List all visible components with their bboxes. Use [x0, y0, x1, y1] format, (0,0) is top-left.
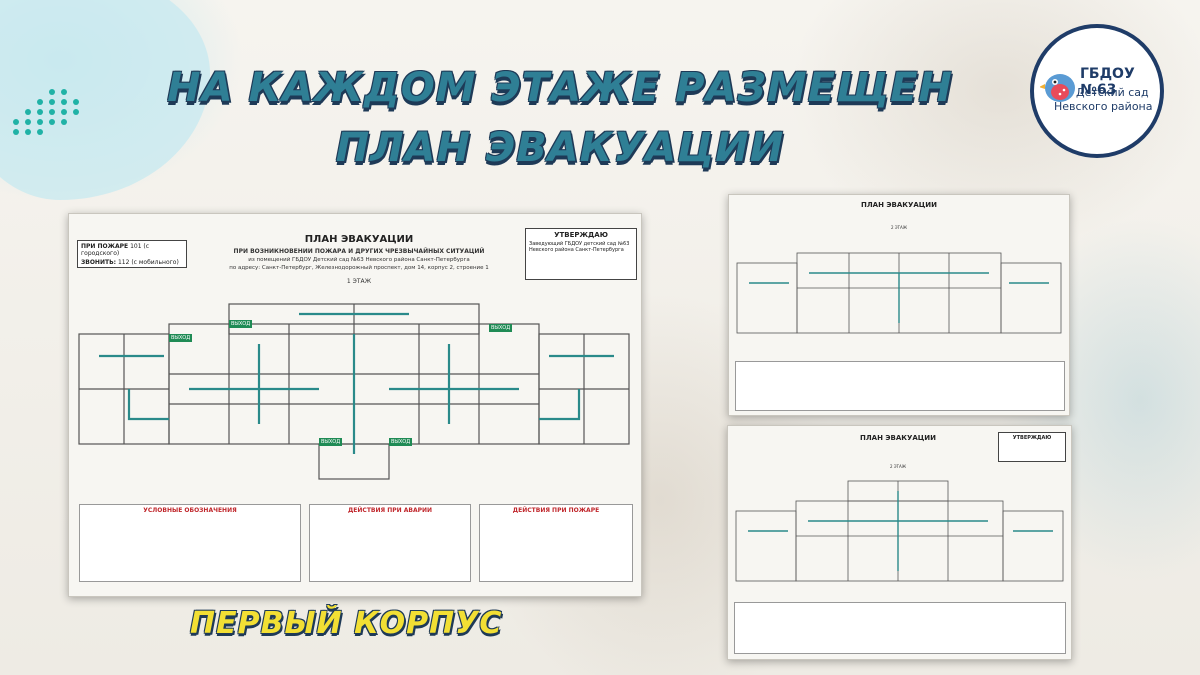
floor-plan-drawing — [735, 480, 1064, 582]
fire-number: 101 (с городского) — [81, 243, 150, 257]
legend-title: УСЛОВНЫЕ ОБОЗНАЧЕНИЯ — [143, 507, 237, 514]
floor-plan-drawing — [736, 252, 1062, 334]
approve-text: Заведующий ГБДОУ детский сад №63 Невског… — [529, 241, 630, 253]
evacuation-plan-bottom-right: ПЛАН ЭВАКУАЦИИ УТВЕРЖДАЮ 2 ЭТАЖ — [727, 425, 1072, 660]
evacuation-plan-top-right: ПЛАН ЭВАКУАЦИИ 2 ЭТАЖ — [728, 194, 1070, 416]
caption: ПЕРВЫЙ КОРПУС — [190, 606, 503, 641]
plan-br-floor: 2 ЭТАЖ — [889, 464, 907, 469]
logo-line-1: Детский сад — [1076, 86, 1149, 99]
legend-box: УСЛОВНЫЕ ОБОЗНАЧЕНИЯ — [79, 504, 301, 582]
plan-title: ПЛАН ЭВАКУАЦИИ — [304, 234, 414, 245]
approve-box: УТВЕРЖДАЮ Заведующий ГБДОУ детский сад №… — [525, 228, 637, 280]
exit-sign: ВЫХОД — [489, 324, 513, 332]
bird-icon — [1040, 74, 1075, 102]
plan-br-title: ПЛАН ЭВАКУАЦИИ — [859, 434, 937, 442]
exit-sign: ВЫХОД — [319, 438, 343, 446]
phone-box: ПРИ ПОЖАРЕ 101 (с городского) ЗВОНИТЬ: 1… — [77, 240, 187, 268]
plan-floor: 1 ЭТАЖ — [346, 278, 372, 285]
logo-line-2: Невского района — [1054, 100, 1153, 113]
decor-dots — [13, 89, 79, 135]
legend-box — [735, 361, 1065, 411]
legend-box — [734, 602, 1066, 654]
approve-title: УТВЕРЖДАЮ — [554, 231, 608, 239]
page-title: НА КАЖДОМ ЭТАЖЕ РАЗМЕЩЕН ПЛАН ЭВАКУАЦИИ — [160, 58, 960, 178]
logo-name: ГБДОУ №63 — [1080, 66, 1135, 98]
school-logo: ГБДОУ №63 Детский сад Невского района — [1030, 24, 1164, 158]
evacuation-plan-main: ПРИ ПОЖАРЕ 101 (с городского) ЗВОНИТЬ: 1… — [68, 213, 642, 597]
fire-actions-title: ДЕЙСТВИЯ ПРИ ПОЖАРЕ — [512, 507, 600, 514]
floor-plan-drawing — [78, 303, 630, 480]
plan-subtitle: ПРИ ВОЗНИКНОВЕНИИ ПОЖАРА И ДРУГИХ ЧРЕЗВЫ… — [233, 248, 485, 255]
call-number: 112 (с мобильного) — [117, 259, 179, 266]
title-line-2: ПЛАН ЭВАКУАЦИИ — [335, 125, 785, 171]
plan-tr-floor: 2 ЭТАЖ — [890, 225, 908, 230]
accident-actions-box: ДЕЙСТВИЯ ПРИ АВАРИИ — [309, 504, 471, 582]
plan-address: по адресу: Санкт-Петербург, Железнодорож… — [229, 265, 489, 271]
call-label: ЗВОНИТЬ: — [81, 259, 117, 266]
approve-box: УТВЕРЖДАЮ — [998, 432, 1066, 462]
fire-label: ПРИ ПОЖАРЕ — [81, 243, 129, 250]
accident-actions-title: ДЕЙСТВИЯ ПРИ АВАРИИ — [347, 507, 433, 514]
exit-sign: ВЫХОД — [169, 334, 193, 342]
approve-title: УТВЕРЖДАЮ — [1012, 435, 1052, 441]
exit-sign: ВЫХОД — [389, 438, 413, 446]
title-line-1: НА КАЖДОМ ЭТАЖЕ РАЗМЕЩЕН — [167, 65, 953, 111]
fire-actions-box: ДЕЙСТВИЯ ПРИ ПОЖАРЕ — [479, 504, 633, 582]
plan-tr-title: ПЛАН ЭВАКУАЦИИ — [860, 201, 938, 209]
exit-sign: ВЫХОД — [229, 320, 253, 328]
plan-from: из помещений ГБДОУ Детский сад №63 Невск… — [248, 257, 470, 263]
